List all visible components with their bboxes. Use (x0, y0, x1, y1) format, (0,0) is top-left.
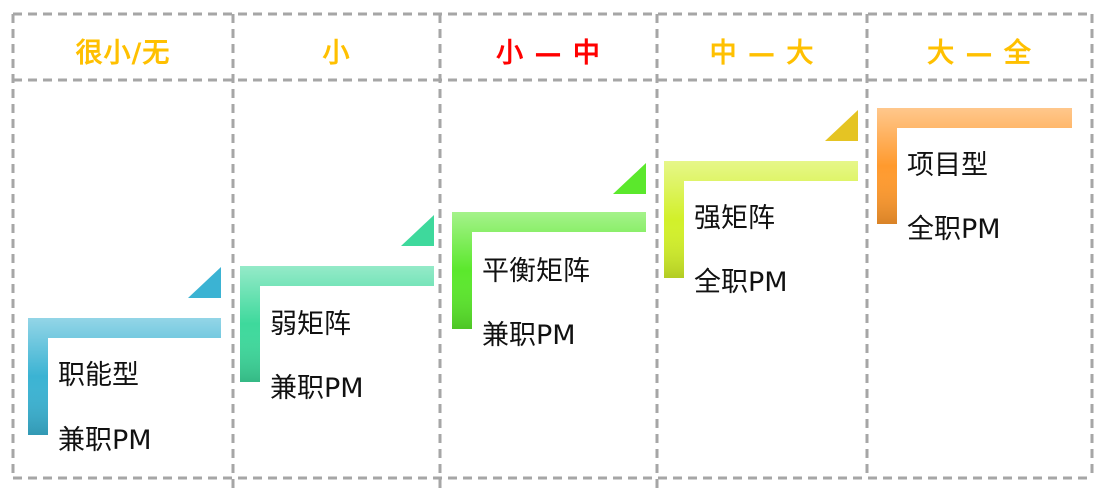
step-shape-1 (28, 267, 221, 435)
step-4-type-label: 强矩阵 (694, 203, 775, 234)
step-3-pm-label: 兼职PM (482, 320, 576, 351)
header-col-2: 小 (322, 37, 351, 69)
step-5-pm-label: 全职PM (907, 214, 1001, 245)
step-arrowhead-2 (401, 215, 434, 246)
header-col-1: 很小/无 (75, 37, 171, 69)
step-arrowhead-4 (825, 110, 858, 141)
header-col-3: 小 — 中 (496, 37, 601, 69)
step-5-type-label: 项目型 (907, 150, 988, 181)
step-1-type-label: 职能型 (58, 360, 139, 391)
step-shape-5 (877, 108, 1072, 224)
step-shape-4 (664, 110, 858, 278)
step-shape-2 (240, 215, 434, 382)
step-2-type-label: 弱矩阵 (270, 309, 351, 340)
step-4-pm-label: 全职PM (694, 267, 788, 298)
header-col-4: 中 — 大 (709, 37, 815, 69)
step-shape-3 (452, 163, 646, 329)
header-col-5: 大 — 全 (927, 37, 1032, 69)
step-arrowhead-3 (613, 163, 646, 194)
step-arrowhead-1 (188, 267, 221, 298)
step-2-pm-label: 兼职PM (270, 373, 364, 404)
step-1-pm-label: 兼职PM (58, 425, 152, 456)
step-3-type-label: 平衡矩阵 (482, 256, 590, 287)
